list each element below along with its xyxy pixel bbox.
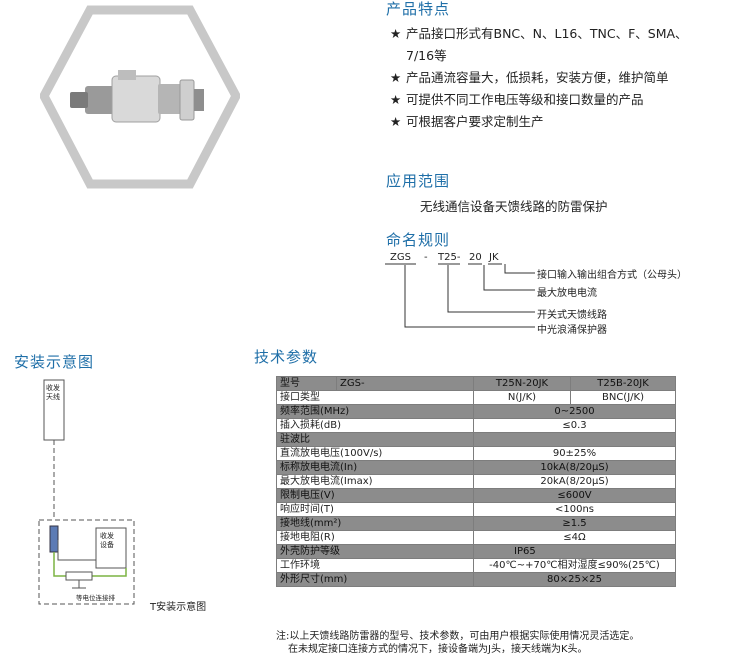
install-diagram <box>38 379 135 605</box>
note-line-2: 在未规定接口连接方式的情况下，接设备端为J头，接天线端为K头。 <box>288 644 588 655</box>
star-icon: ★ <box>390 92 402 107</box>
naming-title: 命名规则 <box>386 231 451 249</box>
ground-bar-label: 等电位连接排 <box>76 594 115 602</box>
naming-connector-lines <box>385 263 535 328</box>
code-part: ZGS <box>390 252 411 263</box>
application-text: 无线通信设备天馈线路的防雷保护 <box>420 199 608 214</box>
table-header-row: 型号 ZGS- T25N-20JK T25B-20JK <box>276 376 676 391</box>
code-part: JK <box>489 252 499 263</box>
tech-title: 技术参数 <box>254 348 319 366</box>
naming-label: 开关式天馈线路 <box>537 310 607 321</box>
table-row: 接地电阻(R)≤4Ω <box>276 530 676 545</box>
feature-item: ★可根据客户要求定制生产 <box>390 111 688 133</box>
code-part: 20 <box>469 252 482 263</box>
feature-item: ★产品通流容量大，低损耗，安装方便，维护简单 <box>390 67 688 89</box>
table-row: 接地线(mm²)≥1.5 <box>276 516 676 531</box>
feature-item: ★产品接口形式有BNC、N、L16、TNC、F、SMA、 <box>390 23 688 45</box>
install-title: 安装示意图 <box>14 353 95 371</box>
table-row: 响应时间(T)<100ns <box>276 502 676 517</box>
features-list: ★产品接口形式有BNC、N、L16、TNC、F、SMA、 7/16等 ★产品通流… <box>390 23 688 133</box>
tech-spec-table: 型号 ZGS- T25N-20JK T25B-20JK 接口类型 N(J/K) … <box>276 376 676 587</box>
table-row: 限制电压(V)≤600V <box>276 488 676 503</box>
table-row: 驻波比 <box>276 432 676 447</box>
code-part: T25- <box>438 252 461 263</box>
star-icon: ★ <box>390 114 402 129</box>
table-row: 工作环境-40℃~+70℃相对湿度≤90%(25℃) <box>276 558 676 573</box>
feature-item-cont: 7/16等 <box>406 48 447 63</box>
naming-label: 中光浪涌保护器 <box>537 325 607 336</box>
table-row: 频率范围(MHz)0~2500 <box>276 404 676 419</box>
table-row: 接口类型 N(J/K) BNC(J/K) <box>276 390 676 405</box>
naming-label: 接口输入输出组合方式（公母头） <box>537 270 687 281</box>
table-row: 插入损耗(dB)≤0.3 <box>276 418 676 433</box>
features-title: 产品特点 <box>386 0 451 18</box>
feature-item: ★可提供不同工作电压等级和接口数量的产品 <box>390 89 688 111</box>
table-row: 标称放电电流(In)10kA(8/20μS) <box>276 460 676 475</box>
star-icon: ★ <box>390 70 402 85</box>
antenna-label: 收发天线 <box>46 384 60 401</box>
table-row: 最大放电电流(Imax)20kA(8/20μS) <box>276 474 676 489</box>
device-label: 收发设备 <box>100 532 114 549</box>
star-icon: ★ <box>390 26 402 41</box>
table-row: 直流放电电压(100V/s)90±25% <box>276 446 676 461</box>
install-caption: T安装示意图 <box>150 602 207 613</box>
product-image <box>40 5 240 189</box>
naming-label: 最大放电电流 <box>537 288 597 299</box>
note-line-1: 注:以上天馈线路防雷器的型号、技术参数，可由用户根据实际使用情况灵活选定。 <box>276 631 640 642</box>
application-title: 应用范围 <box>386 172 451 190</box>
table-row: 外形尺寸(mm)80×25×25 <box>276 572 676 587</box>
code-part: - <box>424 252 428 263</box>
surge-protector-icon <box>70 70 204 123</box>
